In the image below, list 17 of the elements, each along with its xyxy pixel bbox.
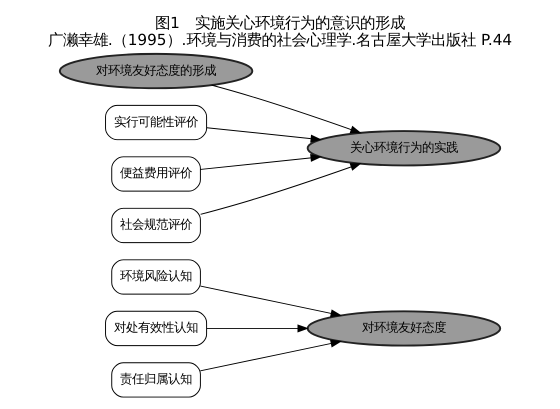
arrow <box>211 84 362 134</box>
node-box: 环境风险认知 <box>111 259 201 295</box>
node-box: 社会规范评价 <box>111 208 201 244</box>
diagram-title: 图1 实施关心环境行为的意识的形成 <box>155 14 405 32</box>
arrow <box>200 163 362 215</box>
node-box: 责任归属认知 <box>111 362 201 398</box>
caption: 广濑幸雄.（1995）.环境与消费的社会心理学.名古屋大学出版社 P.44 <box>48 31 512 50</box>
arrow <box>200 154 322 170</box>
node-ellipse: 关心环境行为的实践 <box>306 130 502 166</box>
node-ellipse: 对环境友好态度的形成 <box>58 52 254 90</box>
arrow <box>200 286 342 318</box>
node-box: 实行可能性评价 <box>105 104 208 140</box>
node-box: 对处有效性认知 <box>105 310 208 346</box>
arrow <box>200 340 342 372</box>
arrow <box>206 324 309 332</box>
arrow <box>206 127 322 143</box>
node-box: 便益费用评价 <box>111 156 201 192</box>
